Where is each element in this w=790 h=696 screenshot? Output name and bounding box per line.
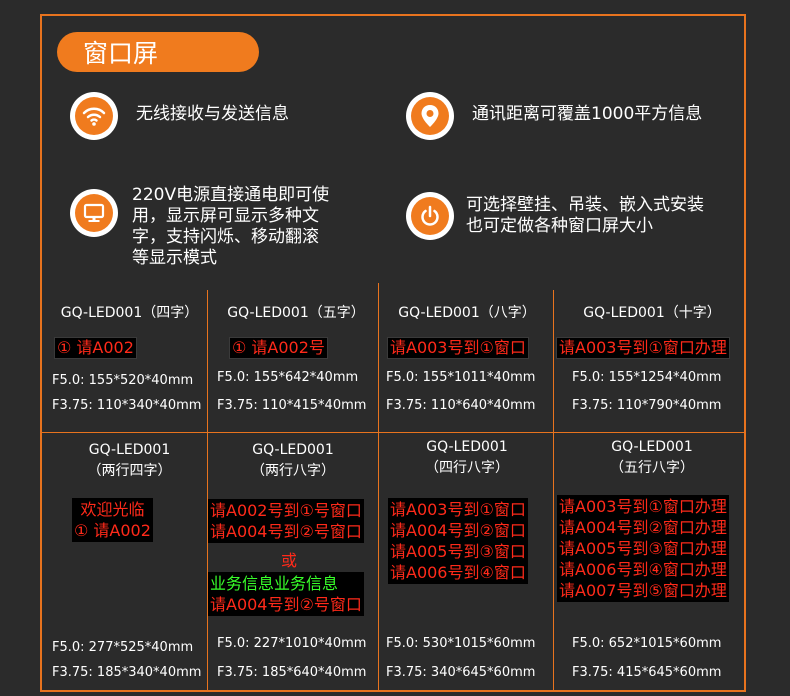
- feature-range: 通讯距离可覆盖1000平方信息: [406, 92, 702, 140]
- model-label: GQ-LED001（十字）: [583, 305, 721, 321]
- led-display: 请A003号到①窗口: [387, 337, 529, 359]
- led-line: 请A006号到④窗口办理: [559, 560, 727, 579]
- feature-text: 无线接收与发送信息: [136, 104, 289, 124]
- spec-f50: F5.0: 277*525*40mm: [52, 640, 194, 655]
- led-display: 请A003号到①窗口办理 请A004号到②窗口办理 请A005号到③窗口办理 请…: [557, 495, 729, 602]
- led-display: 请A003号到①窗口办理: [556, 337, 730, 359]
- feature-line: 用，显示屏可显示多种文: [132, 206, 319, 226]
- feature-line: 也可定做各种窗口屏大小: [466, 216, 653, 236]
- model-sub: （四行八字）: [425, 460, 509, 476]
- spec-f375: F3.75: 340*645*60mm: [386, 665, 536, 680]
- model-name: GQ-LED001: [252, 442, 334, 458]
- feature-power-supply: 220V电源直接通电即可使 用，显示屏可显示多种文 字，支持闪烁、移动翻滚 等显…: [70, 185, 329, 269]
- led-line: 请A004号到②窗口: [390, 521, 526, 540]
- model-label: GQ-LED001 （两行八字）: [210, 440, 376, 482]
- spec-f50: F5.0: 652*1015*60mm: [572, 636, 722, 651]
- model-label: GQ-LED001 （五行八字）: [562, 437, 742, 479]
- model-name: GQ-LED001: [611, 439, 693, 455]
- feature-text: 通讯距离可覆盖1000平方信息: [472, 104, 703, 124]
- led-line: 请A003号到①窗口: [390, 500, 526, 519]
- spec-f50: F5.0: 155*520*40mm: [52, 373, 194, 388]
- power-icon: [406, 192, 454, 240]
- feature-line: 可选择壁挂、吊装、嵌入式安装: [466, 195, 704, 215]
- section-title-text: 窗口屏: [83, 39, 159, 68]
- spec-f50: F5.0: 227*1010*40mm: [217, 636, 367, 651]
- led-display: 欢迎光临 ① 请A002: [72, 498, 153, 542]
- led-display: 请A003号到①窗口 请A004号到②窗口 请A005号到③窗口 请A006号到…: [388, 498, 528, 584]
- model-name: GQ-LED001: [426, 439, 508, 455]
- feature-line: 等显示模式: [132, 248, 217, 268]
- spec-f50: F5.0: 530*1015*60mm: [386, 636, 536, 651]
- spec-f375: F3.75: 185*640*40mm: [217, 665, 367, 680]
- wifi-icon: [70, 92, 118, 140]
- feature-text-block: 可选择壁挂、吊装、嵌入式安装 也可定做各种窗口屏大小: [466, 195, 704, 237]
- led-display: ① 请A002: [54, 337, 137, 359]
- spec-f375: F3.75: 110*340*40mm: [52, 398, 202, 413]
- model-label: GQ-LED001（五字）: [227, 305, 365, 321]
- led-line: 请A002号到①号窗口: [210, 501, 362, 520]
- led-line: 请A005号到③窗口办理: [559, 539, 727, 558]
- model-name: GQ-LED001: [88, 442, 171, 458]
- spec-f375: F3.75: 110*415*40mm: [217, 398, 367, 413]
- model-label: GQ-LED001 （四行八字）: [385, 437, 549, 479]
- spec-f50: F5.0: 155*642*40mm: [217, 370, 359, 385]
- spec-f50: F5.0: 155*1011*40mm: [386, 370, 536, 385]
- led-line: 请A007号到⑤窗口办理: [559, 581, 727, 600]
- spec-f375: F3.75: 110*640*40mm: [386, 398, 536, 413]
- led-display-alt: 业务信息业务信息 请A004号到②号窗口: [208, 572, 364, 616]
- led-line: 请A004号到②号窗口: [210, 595, 362, 614]
- section-frame: [40, 14, 746, 692]
- model-sub: （两行四字）: [87, 463, 172, 479]
- feature-line: 字，支持闪烁、移动翻滚: [132, 227, 319, 247]
- section-title: 窗口屏: [57, 32, 259, 72]
- led-line: ① 请A002: [74, 521, 151, 540]
- led-display: ① 请A002号: [229, 337, 328, 359]
- led-display: 请A002号到①号窗口 请A004号到②号窗口: [208, 499, 364, 543]
- model-sub: （两行八字）: [251, 463, 335, 479]
- model-label: GQ-LED001 （两行四字）: [52, 440, 207, 482]
- led-line: 欢迎光临: [80, 500, 145, 519]
- led-line: 业务信息业务信息: [210, 574, 339, 593]
- model-label: GQ-LED001（四字）: [60, 305, 199, 321]
- grid-divider: [378, 283, 379, 690]
- spec-f50: F5.0: 155*1254*40mm: [572, 370, 722, 385]
- feature-line: 220V电源直接通电即可使: [132, 185, 330, 205]
- grid-divider: [553, 290, 554, 690]
- spec-f375: F3.75: 110*790*40mm: [572, 398, 722, 413]
- feature-text-block: 220V电源直接通电即可使 用，显示屏可显示多种文 字，支持闪烁、移动翻滚 等显…: [132, 185, 329, 269]
- grid-divider: [40, 432, 746, 433]
- led-line: 请A005号到③窗口: [390, 542, 526, 561]
- spec-f375: F3.75: 415*645*60mm: [572, 665, 722, 680]
- location-pin-icon: [406, 92, 454, 140]
- feature-wireless: 无线接收与发送信息: [70, 92, 289, 140]
- feature-mounting: 可选择壁挂、吊装、嵌入式安装 也可定做各种窗口屏大小: [406, 192, 704, 240]
- model-label: GQ-LED001（八字）: [398, 305, 536, 321]
- led-line: 请A004号到②窗口办理: [559, 518, 727, 537]
- spec-f375: F3.75: 185*340*40mm: [52, 665, 202, 680]
- led-line: 请A006号到④窗口: [390, 563, 526, 582]
- led-line: 请A004号到②号窗口: [210, 522, 362, 541]
- or-label: 或: [281, 551, 298, 570]
- model-sub: （五行八字）: [610, 460, 694, 476]
- led-line: 请A003号到①窗口办理: [559, 497, 727, 516]
- grid-divider: [207, 290, 208, 690]
- monitor-icon: [70, 189, 118, 237]
